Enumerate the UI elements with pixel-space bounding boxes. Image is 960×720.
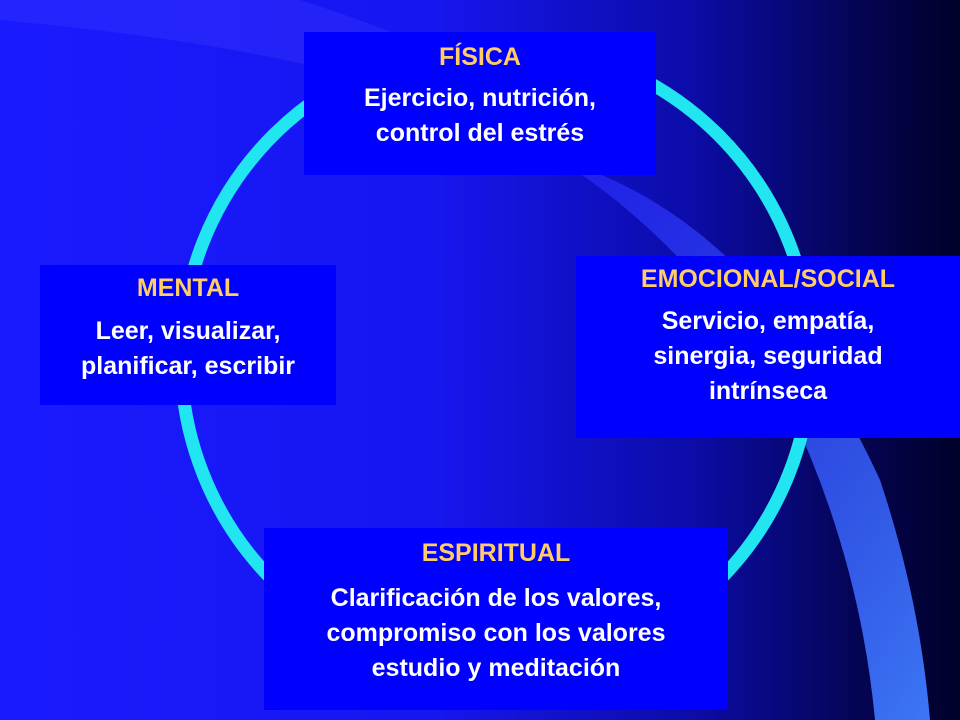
description-line: Leer, visualizar,	[95, 317, 281, 345]
dimension-box-fisica: FÍSICA Ejercicio, nutrición, control del…	[304, 32, 656, 175]
dimension-title-mental: MENTAL	[136, 274, 240, 302]
description-line: intrínseca	[708, 377, 828, 405]
dimension-box-mental: MENTAL Leer, visualizar, planificar, esc…	[40, 265, 336, 405]
description-line: planificar, escribir	[81, 352, 295, 380]
dimension-title-emocional-social: EMOCIONAL/SOCIAL	[640, 265, 896, 293]
description-line: Clarificación de los valores,	[330, 584, 662, 612]
dimension-description-emocional-social: Servicio, empatía, sinergia, seguridad i…	[576, 304, 960, 409]
dimension-description-fisica: Ejercicio, nutrición, control del estrés	[304, 81, 656, 151]
description-line: sinergia, seguridad	[653, 342, 883, 370]
description-line: Servicio, empatía,	[661, 307, 875, 335]
dimension-title-espiritual: ESPIRITUAL	[421, 539, 571, 567]
description-line: estudio y meditación	[371, 654, 621, 682]
decorative-swoosh-shape	[560, 160, 930, 720]
description-line: compromiso con los valores	[326, 619, 666, 647]
description-line: Ejercicio, nutrición,	[364, 84, 596, 112]
dimension-title-fisica: FÍSICA	[439, 43, 521, 71]
dimension-description-mental: Leer, visualizar, planificar, escribir	[40, 314, 336, 384]
dimension-box-emocional-social: EMOCIONAL/SOCIAL Servicio, empatía, sine…	[576, 256, 960, 438]
dimension-description-espiritual: Clarificación de los valores, compromiso…	[264, 581, 728, 686]
dimension-box-espiritual: ESPIRITUAL Clarificación de los valores,…	[264, 528, 728, 710]
description-line: control del estrés	[375, 119, 585, 147]
